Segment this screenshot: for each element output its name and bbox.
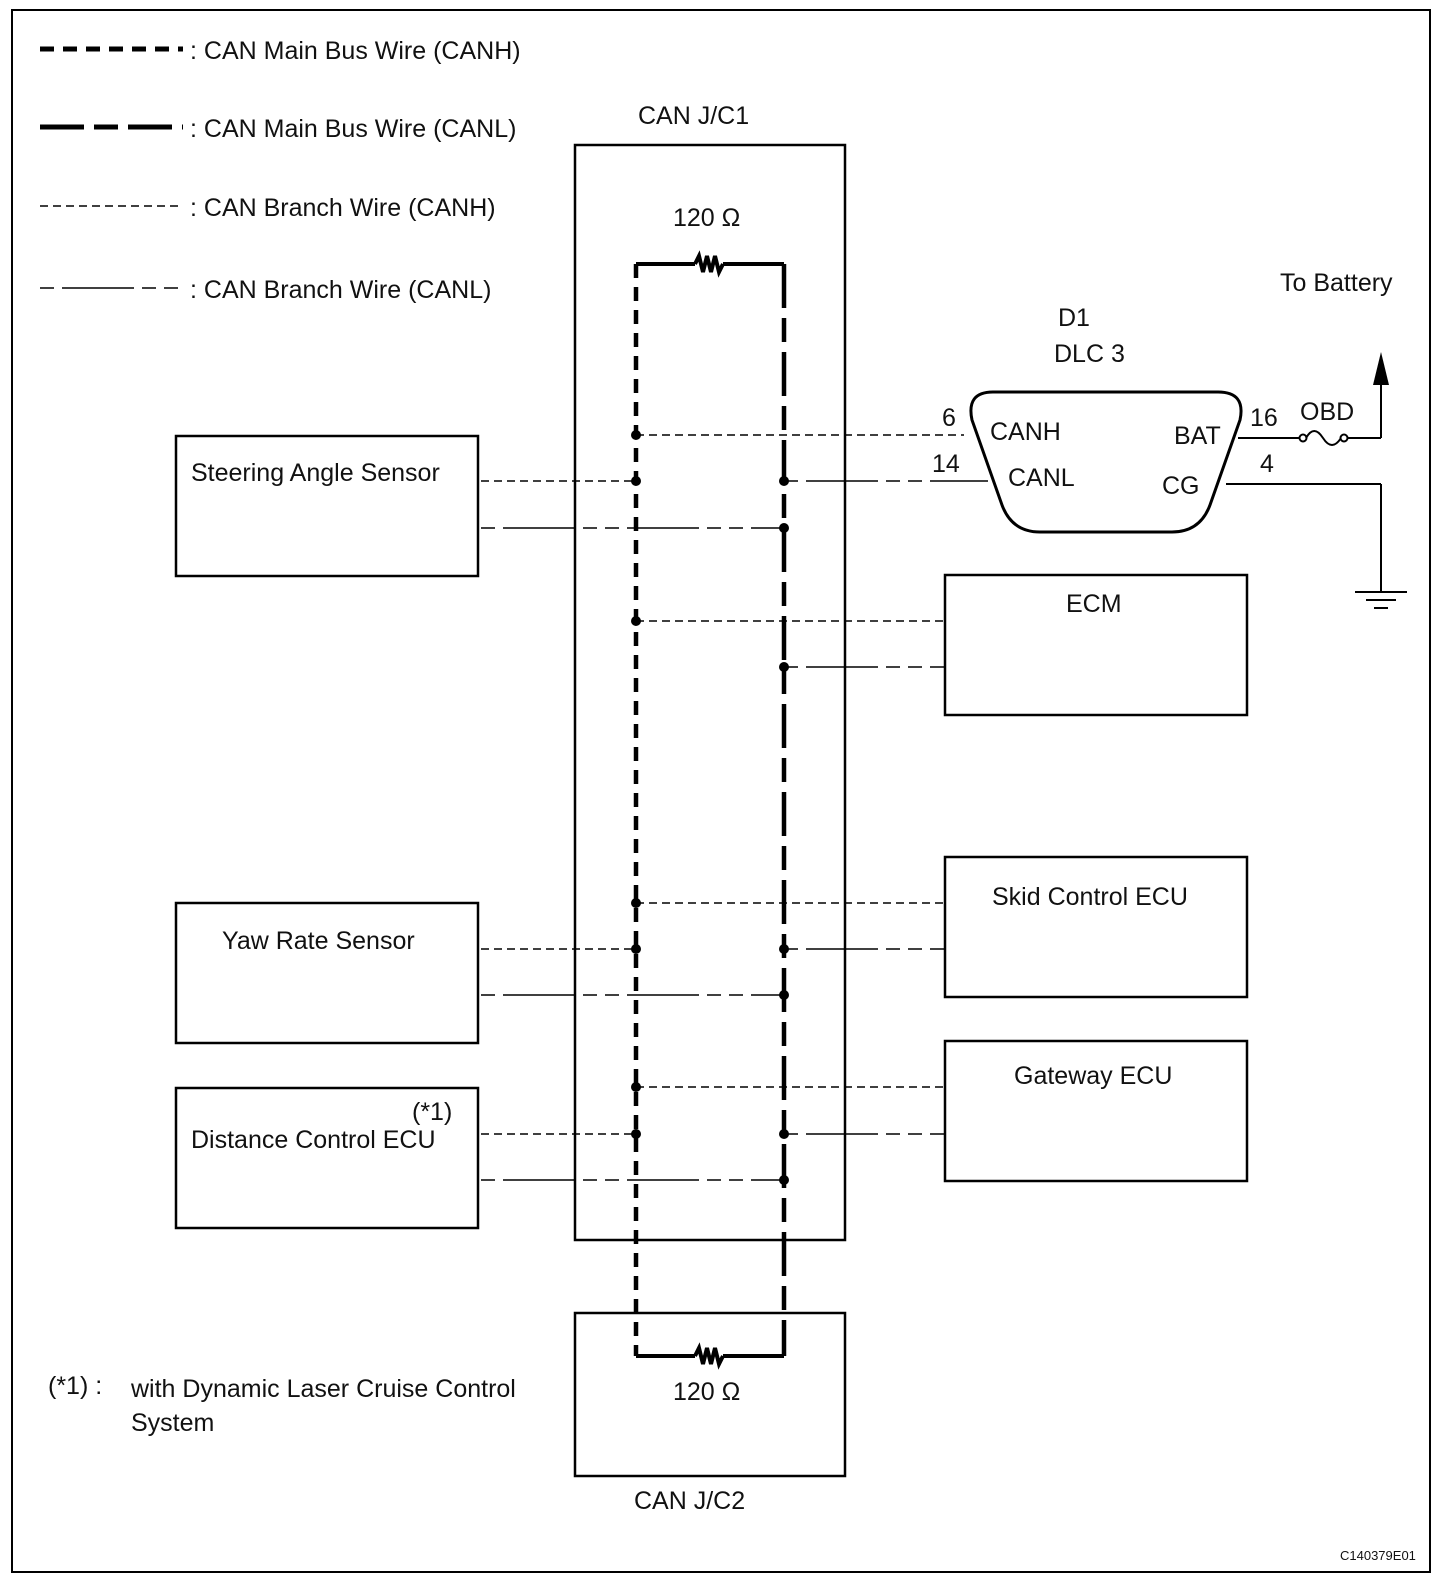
pin-6-label: 6: [942, 404, 956, 432]
obd-fuse-label: OBD: [1300, 398, 1354, 426]
legend-branch-canl-label: : CAN Branch Wire (CANL): [190, 276, 491, 304]
dlc-bat-terminal: BAT: [1174, 422, 1221, 450]
dlc3-connector-outline: [969, 390, 1243, 534]
footnote-line-2: System: [131, 1409, 214, 1437]
pin-14-label: 14: [932, 450, 960, 478]
branch-canh-wires: [481, 434, 964, 1135]
jc1-box: [573, 143, 847, 1242]
jc2-label: CAN J/C2: [634, 1487, 745, 1515]
dlc-id-label: D1: [1058, 304, 1090, 332]
battery-circuit: [1238, 380, 1382, 446]
ecm-label: ECM: [1066, 590, 1122, 618]
to-battery-arrow-icon: [1373, 352, 1389, 385]
skid-control-ecu-label: Skid Control ECU: [992, 883, 1188, 911]
dlc-cg-terminal: CG: [1162, 472, 1200, 500]
yaw-rate-sensor-label: Yaw Rate Sensor: [222, 927, 415, 955]
ground-icon: [1355, 591, 1407, 609]
legend-branch-canh-label: : CAN Branch Wire (CANH): [190, 194, 496, 222]
pin-16-label: 16: [1250, 404, 1278, 432]
dlc-name-label: DLC 3: [1054, 340, 1125, 368]
steering-angle-sensor-box: [174, 434, 480, 578]
to-battery-label: To Battery: [1280, 269, 1393, 297]
branch-canl-wires: [481, 480, 988, 1181]
distance-control-ecu-note: (*1): [412, 1098, 452, 1126]
legend: : CAN Main Bus Wire (CANH) : CAN Main Bu…: [40, 37, 521, 304]
figure-code: C140379E01: [1340, 1548, 1416, 1563]
legend-main-canh-label: : CAN Main Bus Wire (CANH): [190, 37, 521, 65]
gateway-ecu-label: Gateway ECU: [1014, 1062, 1172, 1090]
jc2-box: [573, 1311, 847, 1478]
footnote-line-1: with Dynamic Laser Cruise Control: [130, 1375, 516, 1403]
top-resistor-label: 120 Ω: [673, 204, 740, 232]
dlc-canl-terminal: CANL: [1008, 464, 1075, 492]
junction-dots: [631, 430, 789, 1185]
ground-circuit: [1226, 483, 1382, 591]
dlc-canh-terminal: CANH: [990, 418, 1061, 446]
distance-control-ecu-box: [174, 1086, 480, 1230]
yaw-rate-sensor-box: [174, 901, 480, 1045]
legend-main-canl-label: : CAN Main Bus Wire (CANL): [190, 115, 516, 143]
bottom-terminating-resistor: [636, 1342, 784, 1370]
top-terminating-resistor: [636, 250, 784, 278]
skid-control-ecu-box: [943, 855, 1249, 999]
pin-4-label: 4: [1260, 450, 1274, 478]
bottom-resistor-label: 120 Ω: [673, 1378, 740, 1406]
distance-control-ecu-label: Distance Control ECU: [191, 1126, 436, 1154]
gateway-ecu-box: [943, 1039, 1249, 1183]
jc1-label: CAN J/C1: [638, 102, 749, 130]
steering-angle-sensor-label: Steering Angle Sensor: [191, 459, 440, 487]
footnote-marker: (*1) :: [48, 1372, 102, 1400]
diagram-frame: [11, 9, 1431, 1573]
ecm-box: [943, 573, 1249, 717]
